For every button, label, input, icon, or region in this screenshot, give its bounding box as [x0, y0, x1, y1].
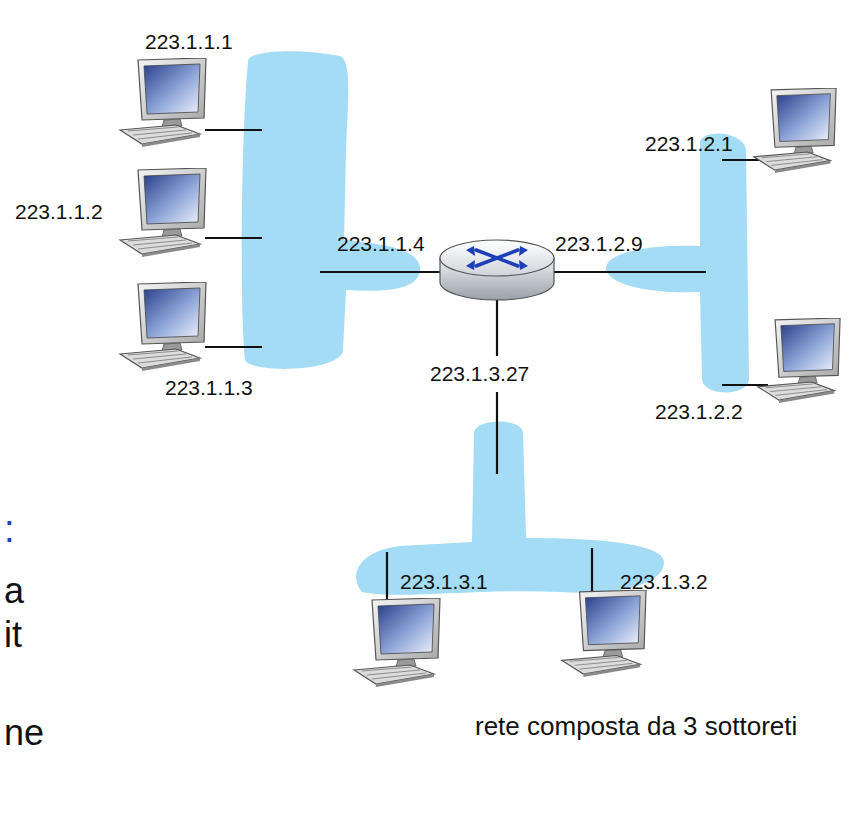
ip-address-label: 223.1.1.1: [145, 30, 233, 54]
slide-text-fragment: a: [4, 570, 24, 611]
ip-address-label: 223.1.3.1: [400, 570, 488, 594]
subnet-region: [606, 134, 749, 393]
slide-text-fragment: ne: [4, 712, 44, 753]
host-computer: [120, 282, 206, 371]
ip-address-label: 223.1.2.9: [555, 232, 643, 256]
ip-address-label: 223.1.2.2: [655, 400, 743, 424]
router-symbol: [440, 240, 554, 300]
ip-address-label: 223.1.1.2: [15, 200, 103, 224]
ip-address-label: 223.1.3.2: [620, 570, 708, 594]
ip-address-label: 223.1.1.4: [337, 232, 425, 256]
figure-caption: rete composta da 3 sottoreti: [475, 712, 797, 742]
host-computer: [754, 88, 836, 173]
ip-address-label: 223.1.3.27: [430, 362, 529, 386]
host-computer: [758, 318, 840, 403]
ip-address-label: 223.1.2.1: [645, 132, 733, 156]
slide-text-fragment: it: [4, 614, 22, 655]
subnet-region: [242, 51, 420, 369]
slide-text-fragment: :: [4, 508, 15, 552]
host-computer: [120, 58, 206, 147]
host-computer: [562, 590, 646, 677]
subnet-region: [356, 422, 664, 595]
wire: [205, 130, 768, 602]
host-computer: [120, 168, 206, 257]
host-computer: [354, 598, 440, 687]
ip-address-label: 223.1.1.3: [165, 376, 253, 400]
